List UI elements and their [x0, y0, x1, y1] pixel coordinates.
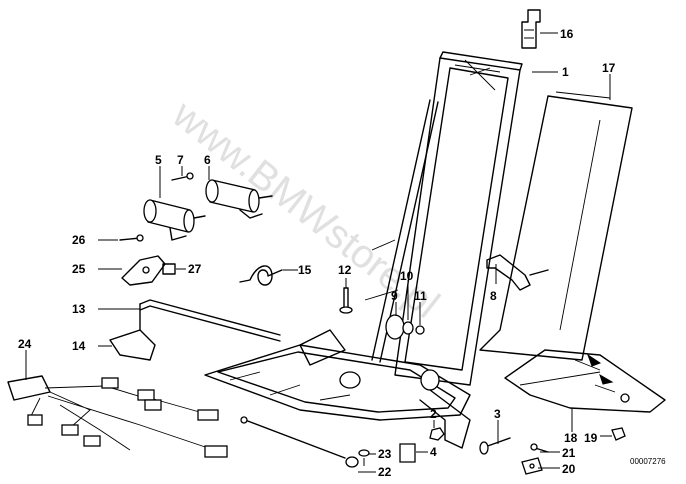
- bearing-assembly[interactable]: [385, 314, 425, 340]
- rivet-23[interactable]: [358, 449, 370, 457]
- plug-part[interactable]: [521, 9, 541, 49]
- callout-14: 14: [72, 339, 86, 353]
- callout-1: 1: [562, 65, 569, 79]
- callout-12: 12: [338, 263, 352, 277]
- callout-6: 6: [204, 153, 211, 167]
- screw-7[interactable]: [171, 172, 194, 181]
- callout-8: 8: [490, 289, 497, 303]
- callout-26: 26: [72, 233, 86, 247]
- callout-21: 21: [562, 446, 576, 460]
- callout-20: 20: [562, 462, 576, 476]
- clip-4[interactable]: [399, 443, 416, 463]
- callout-27: 27: [188, 262, 202, 276]
- callout-17: 17: [602, 61, 616, 75]
- leader-lines: [25, 32, 612, 473]
- callout-3: 3: [494, 407, 501, 421]
- callouts: 1 16 17 5 7 6 26 25 27 15 12 10 9 11 8 1…: [18, 27, 616, 479]
- back-panel[interactable]: [479, 91, 633, 361]
- nut-19[interactable]: [611, 427, 626, 441]
- callout-16: 16: [560, 27, 574, 41]
- motor-5[interactable]: [143, 199, 206, 241]
- seat-base-frame[interactable]: [204, 329, 471, 449]
- cover-25[interactable]: [121, 255, 166, 286]
- callout-23: 23: [378, 447, 392, 461]
- nut-2[interactable]: [429, 427, 445, 441]
- callout-24: 24: [18, 337, 32, 351]
- pin-3[interactable]: [479, 437, 511, 455]
- clip-27[interactable]: [162, 263, 176, 275]
- callout-18: 18: [564, 431, 578, 445]
- callout-5: 5: [155, 153, 162, 167]
- callout-25: 25: [72, 262, 86, 276]
- bolt-12[interactable]: [339, 287, 353, 314]
- bracket-20[interactable]: [521, 457, 543, 475]
- rod-22[interactable]: [240, 416, 359, 468]
- callout-9: 9: [391, 289, 398, 303]
- wiring-harness[interactable]: [7, 375, 228, 458]
- callout-10: 10: [400, 269, 414, 283]
- rod-13[interactable]: [139, 299, 281, 342]
- callout-4: 4: [430, 445, 437, 459]
- callout-13: 13: [72, 302, 86, 316]
- reference-number: 00007276: [630, 457, 666, 466]
- seat-pan[interactable]: [504, 349, 666, 413]
- watermark: www.BMWstore.pl: [164, 92, 448, 327]
- bracket-14[interactable]: [109, 329, 156, 361]
- callout-11: 11: [414, 289, 427, 303]
- callout-7: 7: [177, 153, 184, 167]
- screw-21[interactable]: [530, 443, 549, 453]
- callout-19: 19: [584, 431, 598, 445]
- callout-22: 22: [378, 465, 392, 479]
- spring-15[interactable]: [239, 265, 283, 286]
- spring-clip[interactable]: [486, 254, 549, 291]
- screw-26[interactable]: [119, 234, 144, 242]
- callout-15: 15: [298, 263, 312, 277]
- callout-2: 2: [430, 407, 437, 421]
- motor-6[interactable]: [205, 179, 273, 219]
